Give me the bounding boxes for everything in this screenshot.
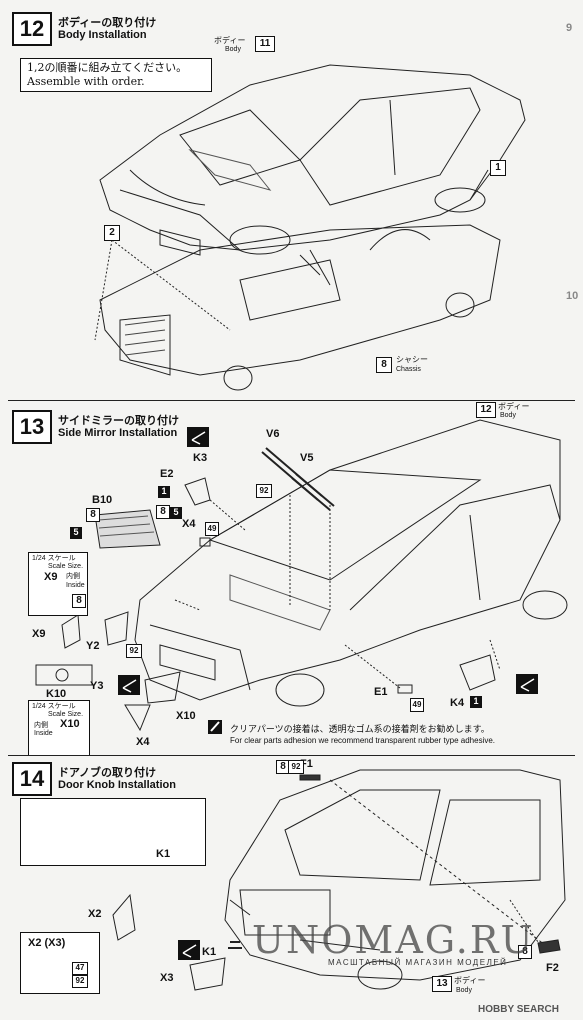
part-label-en: Body: [500, 412, 516, 419]
color-ref: 49: [410, 698, 424, 712]
step-number: 12: [12, 12, 52, 46]
color-ref: 1: [470, 696, 482, 708]
color-ref: 47: [72, 962, 88, 975]
watermark-text: UNOMAG.RU: [252, 918, 535, 962]
part-label-jp: ボディー: [454, 976, 486, 985]
scale-part: X10: [60, 718, 80, 730]
part-label-jp: ボディー: [498, 402, 530, 411]
step-title-en: Side Mirror Installation: [58, 427, 178, 439]
step-title-en: Door Knob Installation: [58, 779, 176, 791]
section-divider: [8, 755, 575, 756]
step-number: 13: [12, 410, 52, 444]
part-label-en: Body: [456, 987, 472, 994]
color-ref: 1: [158, 486, 170, 498]
part-label: Y3: [90, 680, 104, 692]
step-title-jp: サイドミラーの取り付け: [58, 415, 179, 427]
scale-side-jp: 内側: [66, 573, 80, 580]
part-label: X4: [182, 518, 196, 530]
clear-parts-note-en: For clear parts adhesion we recommend tr…: [230, 736, 496, 745]
step-title-jp: ドアノブの取り付け: [58, 767, 157, 779]
order-marker: 1: [490, 160, 506, 176]
step-number: 14: [12, 762, 52, 796]
part-label: Y2: [86, 640, 100, 652]
side-page-mark: 10: [566, 290, 579, 302]
step12-chassis-drawing: [99, 224, 501, 391]
assembly-order-note: 1,2の順番に組み立てください。 Assemble with order.: [20, 58, 212, 92]
part-number: 12: [476, 402, 496, 418]
part-label: X3: [160, 972, 174, 984]
note-jp: 1,2の順番に組み立てください。: [27, 61, 188, 74]
color-ref: 8: [518, 945, 532, 959]
part-label: K10: [46, 688, 67, 700]
part-label: X10: [176, 710, 196, 722]
part-number: 8: [376, 357, 392, 373]
color-ref: 8: [86, 508, 100, 522]
color-ref: 5: [70, 527, 82, 539]
part-label: K1: [202, 946, 217, 958]
color-ref: 8: [156, 505, 170, 519]
color-ref: 49: [205, 522, 219, 536]
clear-parts-note-jp: クリアパーツの接着は、透明なゴム系の接着剤をお勧めします。: [230, 724, 490, 734]
scale-label-en: Scale Size.: [48, 563, 84, 570]
note-en: Assemble with order.: [27, 75, 145, 88]
scale-label: 1/24 スケール: [32, 555, 76, 562]
part-label: K3: [193, 452, 208, 464]
color-ref: 92: [72, 975, 88, 988]
source-mark: HOBBY SEARCH: [478, 1004, 559, 1015]
scale-side-jp: 内側: [34, 722, 48, 729]
part-label: V6: [266, 428, 280, 440]
inset-title: X2 (X3): [28, 937, 66, 949]
part-label-en: Chassis: [396, 366, 421, 373]
color-ref: 92: [126, 644, 142, 658]
step12-body-drawing: [99, 64, 526, 256]
part-label-jp: シャシー: [396, 355, 428, 364]
step-title-jp: ボディーの取り付け: [58, 17, 157, 29]
step13-car-drawing: [134, 419, 568, 707]
part-label: E2: [160, 468, 174, 480]
side-page-mark: 9: [566, 22, 573, 34]
scale-label-en: Scale Size.: [48, 711, 84, 718]
part-label: X4: [136, 736, 150, 748]
color-ref: 8: [72, 594, 86, 608]
step-title-en: Body Installation: [58, 29, 147, 41]
order-marker: 2: [104, 225, 120, 241]
watermark-subtext: МАСШТАБНЫЙ МАГАЗИН МОДЕЛЕЙ: [328, 958, 508, 967]
detail-inset: [20, 798, 206, 866]
scale-side-en: Inside: [66, 582, 85, 589]
part-label-en: Body: [225, 46, 241, 53]
section-divider: [8, 400, 575, 401]
color-ref: 5: [170, 507, 182, 519]
part-label: F2: [546, 962, 559, 974]
part-label: V5: [300, 452, 314, 464]
part-label: K4: [450, 697, 465, 709]
part-label-jp: ボディー: [214, 36, 246, 45]
part-number: 11: [255, 36, 275, 52]
scale-part: X9: [44, 571, 58, 583]
mirror-arrow-markers: [118, 427, 538, 960]
color-ref: 92: [256, 484, 272, 498]
part-label: X9: [32, 628, 46, 640]
scale-label: 1/24 スケール: [32, 703, 76, 710]
step14-car-drawing: [224, 769, 566, 990]
color-ref: 92: [288, 760, 304, 774]
part-label: K1: [156, 848, 171, 860]
part-label: B10: [92, 494, 113, 506]
part-number: 13: [432, 976, 452, 992]
scale-side-en: Inside: [34, 730, 53, 737]
part-label: X2: [88, 908, 102, 920]
part-label: E1: [374, 686, 388, 698]
